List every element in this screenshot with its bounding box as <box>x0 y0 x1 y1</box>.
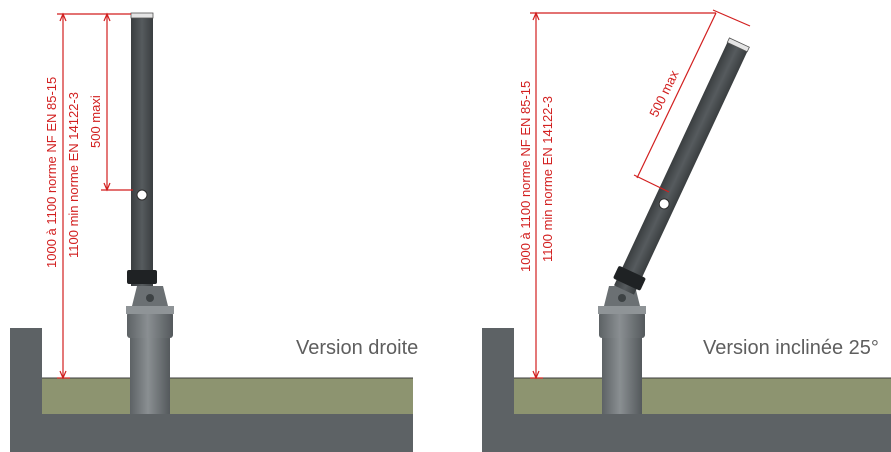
diagram-version-droite: 1000 à 1100 norme NF EN 85-15 1100 min n… <box>10 12 418 452</box>
post-hole <box>136 189 148 201</box>
base-plate <box>598 306 646 314</box>
structure <box>10 328 413 452</box>
structure <box>482 328 891 452</box>
hinge-bolt <box>146 294 154 302</box>
height-label-line1: 1000 à 1100 norme NF EN 85-15 <box>518 81 533 272</box>
height-label-line2: 1100 min norme EN 14122-3 <box>540 96 555 262</box>
post-cap <box>130 12 154 19</box>
clamp-band <box>613 266 646 291</box>
panel-version-inclinee: 1000 à 1100 norme NF EN 85-15 1100 min n… <box>446 0 891 452</box>
dimension-height <box>530 11 716 380</box>
base-plate <box>126 306 174 314</box>
panel-version-droite: 1000 à 1100 norme NF EN 85-15 1100 min n… <box>0 0 445 452</box>
base-sleeve <box>130 336 170 414</box>
post-tube <box>614 38 749 295</box>
offset-label: 500 maxi <box>88 95 103 148</box>
post-base <box>126 286 174 414</box>
diagram-version-inclinee: 1000 à 1100 norme NF EN 85-15 1100 min n… <box>482 9 891 452</box>
post-tube <box>131 14 153 286</box>
offset-label: 500 max <box>646 67 682 119</box>
concrete-slab <box>42 414 413 452</box>
infill-layer <box>514 378 891 414</box>
caption-version-inclinee: Version inclinée 25° <box>703 337 879 359</box>
post-cap <box>726 37 750 53</box>
base-collar <box>127 312 173 338</box>
post-hole <box>658 198 670 210</box>
base-sleeve <box>602 336 642 414</box>
post-base <box>598 286 646 414</box>
height-label-line1: 1000 à 1100 norme NF EN 85-15 <box>44 77 59 268</box>
dimension-offset <box>633 9 751 193</box>
height-label-line2: 1100 min norme EN 14122-3 <box>66 92 81 258</box>
dimension-offset <box>101 12 133 192</box>
infill-layer <box>42 378 413 414</box>
post-inclined <box>613 37 750 295</box>
caption-version-droite: Version droite <box>296 337 418 359</box>
post-upright <box>127 12 157 286</box>
base-collar <box>599 312 645 338</box>
concrete-slab <box>514 414 891 452</box>
concrete-wall <box>10 328 42 452</box>
hinge-bolt <box>618 294 626 302</box>
dimension-height <box>57 12 131 380</box>
concrete-wall <box>482 328 514 452</box>
clamp-band <box>127 270 157 284</box>
